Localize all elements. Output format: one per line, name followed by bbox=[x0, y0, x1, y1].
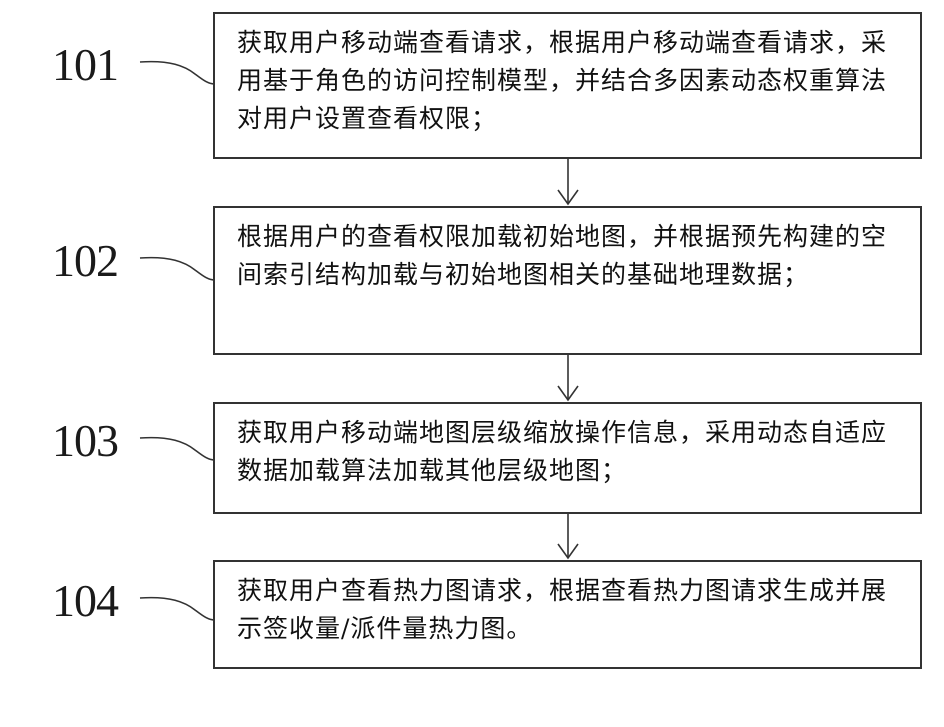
step-label-103: 103 bbox=[52, 418, 134, 464]
step-text-102: 根据用户的查看权限加载初始地图，并根据预先构建的空间索引结构加载与初始地图相关的… bbox=[237, 222, 887, 289]
step-box-102: 根据用户的查看权限加载初始地图，并根据预先构建的空间索引结构加载与初始地图相关的… bbox=[213, 206, 922, 355]
step-box-104: 获取用户查看热力图请求，根据查看热力图请求生成并展示签收量/派件量热力图。 bbox=[213, 560, 922, 669]
leader-line-101 bbox=[140, 62, 215, 84]
step-label-102: 102 bbox=[52, 238, 134, 284]
leader-line-102 bbox=[140, 258, 215, 280]
step-box-103: 获取用户移动端地图层级缩放操作信息，采用动态自适应数据加载算法加载其他层级地图； bbox=[213, 402, 922, 514]
step-label-101: 101 bbox=[52, 42, 134, 88]
step-text-101: 获取用户移动端查看请求，根据用户移动端查看请求，采用基于角色的访问控制模型，并结… bbox=[237, 28, 887, 133]
step-box-101: 获取用户移动端查看请求，根据用户移动端查看请求，采用基于角色的访问控制模型，并结… bbox=[213, 12, 922, 159]
arrow-103-to-104 bbox=[558, 514, 578, 558]
arrow-102-to-103 bbox=[558, 355, 578, 400]
step-text-104: 获取用户查看热力图请求，根据查看热力图请求生成并展示签收量/派件量热力图。 bbox=[237, 576, 887, 643]
arrow-101-to-102 bbox=[558, 159, 578, 204]
leader-line-104 bbox=[140, 598, 215, 620]
step-label-104: 104 bbox=[52, 578, 134, 624]
step-text-103: 获取用户移动端地图层级缩放操作信息，采用动态自适应数据加载算法加载其他层级地图； bbox=[237, 418, 887, 485]
leader-line-103 bbox=[140, 438, 215, 460]
